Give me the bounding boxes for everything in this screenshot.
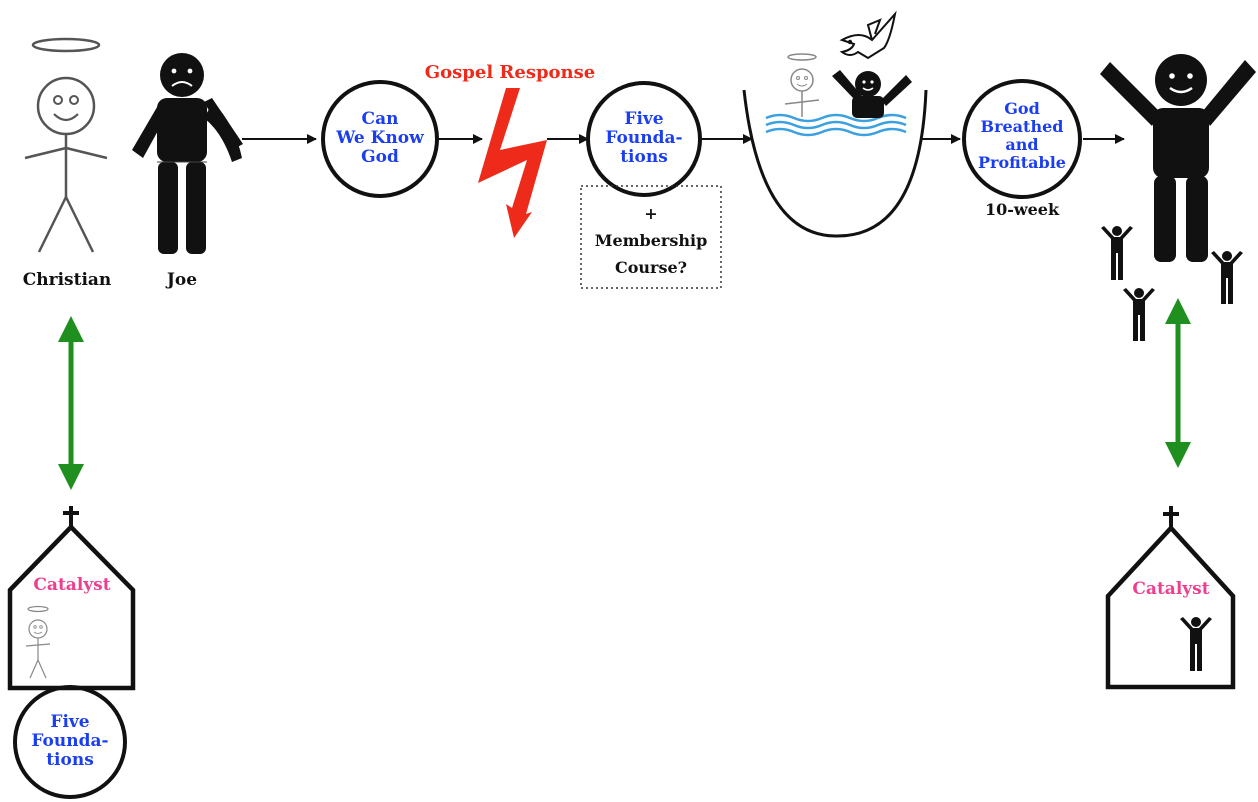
catalyst-label-right: Catalyst [1132,579,1210,599]
ten-week-label: 10-week [984,200,1060,219]
dove-icon [839,10,897,60]
membership-course-label: + Membership Course? [594,204,708,277]
small-joyful-figure-3 [1211,251,1243,304]
circle-five-foundations-top-text: Five Founda- tions [605,109,683,167]
membership-box [580,185,722,289]
sad-person-icon [132,53,243,254]
green-double-arrow-right [1165,298,1191,468]
circle-can-we-know-god [321,80,439,198]
baptism-tub-icon [742,53,928,238]
lightning-bolt-icon [478,88,547,238]
christian-label: Christian [22,270,112,290]
green-double-arrow-left [58,316,84,490]
church-icon [1105,506,1236,690]
small-joyful-figure-2 [1123,288,1155,341]
joyful-person-icon [1100,54,1256,262]
circle-five-foundations-bottom-text: Five Founda- tions [31,712,109,770]
church-icon [7,506,136,691]
halo-icon [31,37,101,53]
small-joyful-figure-1 [1101,226,1133,280]
gospel-response-label: Gospel Response [424,62,596,83]
circle-god-breathed [962,79,1082,199]
circle-can-we-know-god-text: Can We Know God [336,109,424,167]
joe-label: Joe [166,270,198,290]
christian-figure [24,37,108,253]
catalyst-label-left: Catalyst [33,575,111,595]
circle-god-breathed-text: God Breathed and Profitable [978,99,1066,172]
circle-five-foundations-top [586,81,702,197]
